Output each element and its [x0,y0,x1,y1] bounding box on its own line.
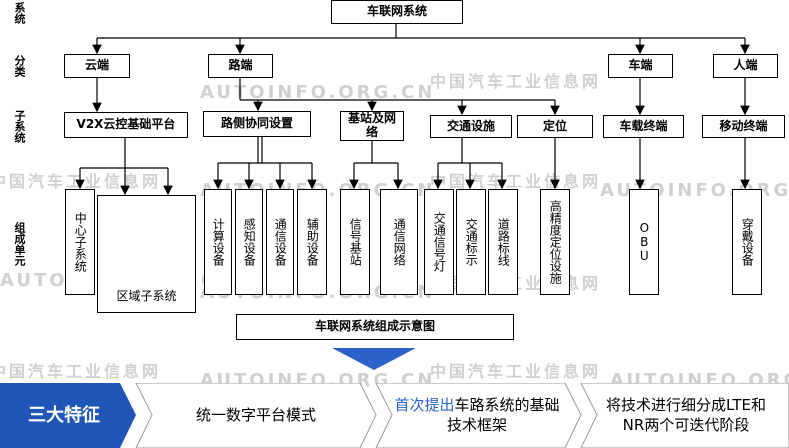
watermark-cn: 中国汽车工业信息网 [430,72,602,91]
component-comm-label: 通信设备 [273,218,288,266]
component-compute: 计算设备 [204,189,232,295]
row-label-subsystem: 子系统 [13,110,26,143]
feature-2: 首次提出车路系统的基础技术框架 [388,383,566,448]
subsystem-traffic: 交通设施 [430,115,512,138]
category-human: 人端 [713,54,778,78]
component-signal-bs-label: 信号基站 [348,218,363,266]
features-band [0,383,789,448]
watermark-cn: 中国汽车工业信息网 [0,362,162,381]
component-comm: 通信设备 [266,189,294,295]
component-center-label: 中心子系统 [73,212,88,272]
down-arrow-icon [332,348,416,370]
component-traffic-sign-label: 交通标示 [464,218,479,266]
component-region-label: 区域子系统 [116,289,177,304]
diagram-caption: 车联网系统组成示意图 [236,314,514,340]
subsystem-roadside: 路侧协同设置 [203,111,311,137]
row-label-system: 系统 [13,2,26,24]
component-traffic-sign: 交通标示 [456,189,486,295]
component-region: 区域子系统 [97,195,196,313]
component-traffic-light: 交通信号灯 [424,189,454,295]
component-road-line: 道路标线 [488,189,518,295]
subsystem-vehicle-terminal: 车载终端 [603,115,684,138]
component-hd-pos: 高精度定位设施 [540,189,570,295]
component-comm-net-label: 通信网络 [392,218,407,266]
feature-3: 将技术进行细分成LTE和NR两个可迭代阶段 [606,396,766,434]
component-obu: OBU [629,189,659,295]
root-node: 车联网系统 [331,0,463,24]
features-title: 三大特征 [28,404,100,426]
category-cloud: 云端 [64,54,130,78]
component-wearable-label: 穿戴设备 [740,218,755,266]
component-road-line-label: 道路标线 [496,218,511,266]
row-label-component: 组成单元 [13,222,26,266]
component-compute-label: 计算设备 [211,218,226,266]
component-center: 中心子系统 [65,189,95,295]
feature-1: 统一数字平台模式 [195,405,316,424]
category-road: 路端 [208,54,273,78]
category-vehicle: 车端 [608,54,673,78]
subsystem-base-station: 基站及网络 [340,111,404,141]
component-wearable: 穿戴设备 [732,189,762,295]
component-sensing-label: 感知设备 [242,218,257,266]
component-hd-pos-label: 高精度定位设施 [548,200,563,284]
component-sensing: 感知设备 [235,189,263,295]
feature-2-highlight: 首次提出 [394,396,455,414]
subsystem-mobile-terminal: 移动终端 [702,115,785,138]
subsystem-positioning: 定位 [517,115,593,138]
component-signal-bs: 信号基站 [340,189,370,295]
watermark-cn: 中国汽车工业信息网 [430,362,602,381]
row-label-category: 分类 [13,55,26,77]
component-obu-label: OBU [637,221,652,263]
feature-2-text: 车路系统的基础技术框架 [446,396,560,434]
component-aux: 辅助设备 [297,189,327,295]
component-traffic-light-label: 交通信号灯 [432,212,447,272]
component-aux-label: 辅助设备 [305,218,320,266]
watermark-en: AUTOINFO.ORG.CN [200,82,436,103]
subsystem-v2x: V2X云控基础平台 [64,112,188,138]
component-comm-net: 通信网络 [380,189,418,295]
